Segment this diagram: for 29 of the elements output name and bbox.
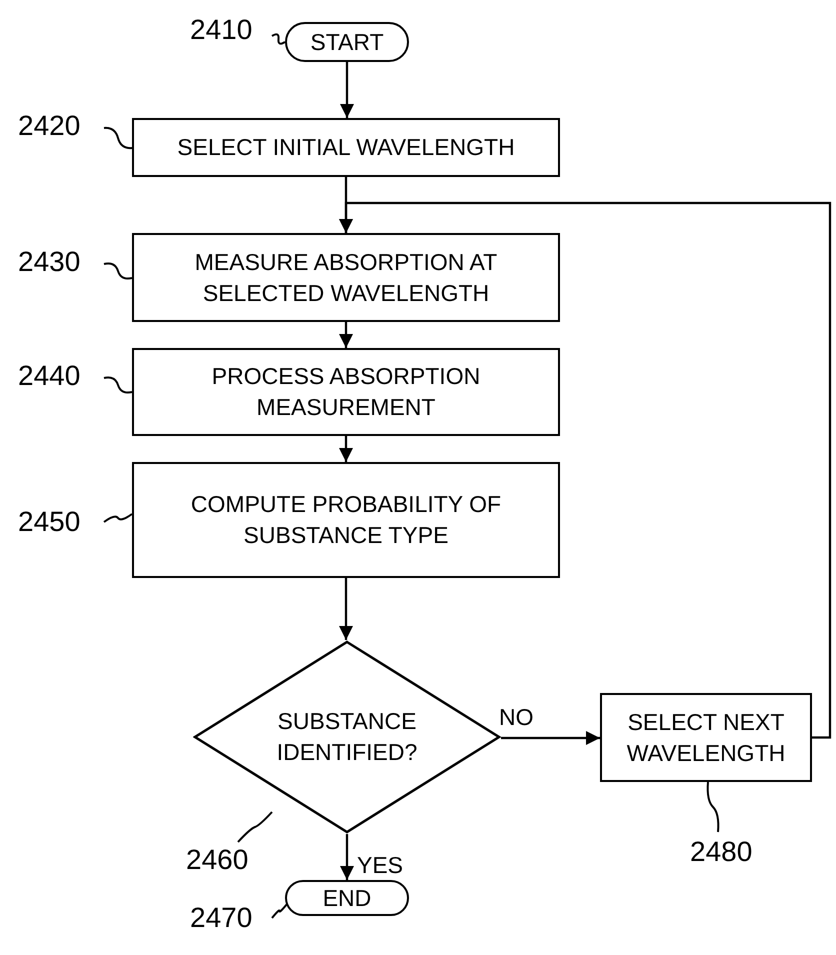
reference-number: 2460 [186,844,248,876]
step-text: COMPUTE PROBABILITY OF SUBSTANCE TYPE [190,490,502,550]
arrow [339,202,832,739]
step-text: END [322,884,372,912]
process-box [132,348,560,436]
arrow [339,578,353,640]
step-text: SELECT INITIAL WAVELENGTH [177,133,515,162]
reference-number: 2420 [18,110,80,142]
reference-number: 2450 [18,506,80,538]
reference-number: 2440 [18,360,80,392]
step-text: MEASURE ABSORPTION AT SELECTED WAVELENGTH [194,248,498,308]
process-box [600,693,812,782]
reference-number: 2410 [190,14,252,46]
decision-diamond [193,640,501,834]
process-box [132,462,560,578]
step-text: SUBSTANCE IDENTIFIED? [276,707,418,767]
arrow [340,834,354,880]
arrow [340,62,354,118]
reference-number: 2430 [18,246,80,278]
step-text: PROCESS ABSORPTION MEASUREMENT [210,362,482,422]
reference-number: 2470 [190,902,252,934]
process-box [132,118,560,177]
reference-number: 2480 [690,836,752,868]
step-text: SELECT NEXT WAVELENGTH [626,708,786,768]
arrow [339,322,353,348]
process-box [132,233,560,322]
arrow [501,731,600,745]
step-text: START [310,28,384,56]
arrow [339,436,353,462]
